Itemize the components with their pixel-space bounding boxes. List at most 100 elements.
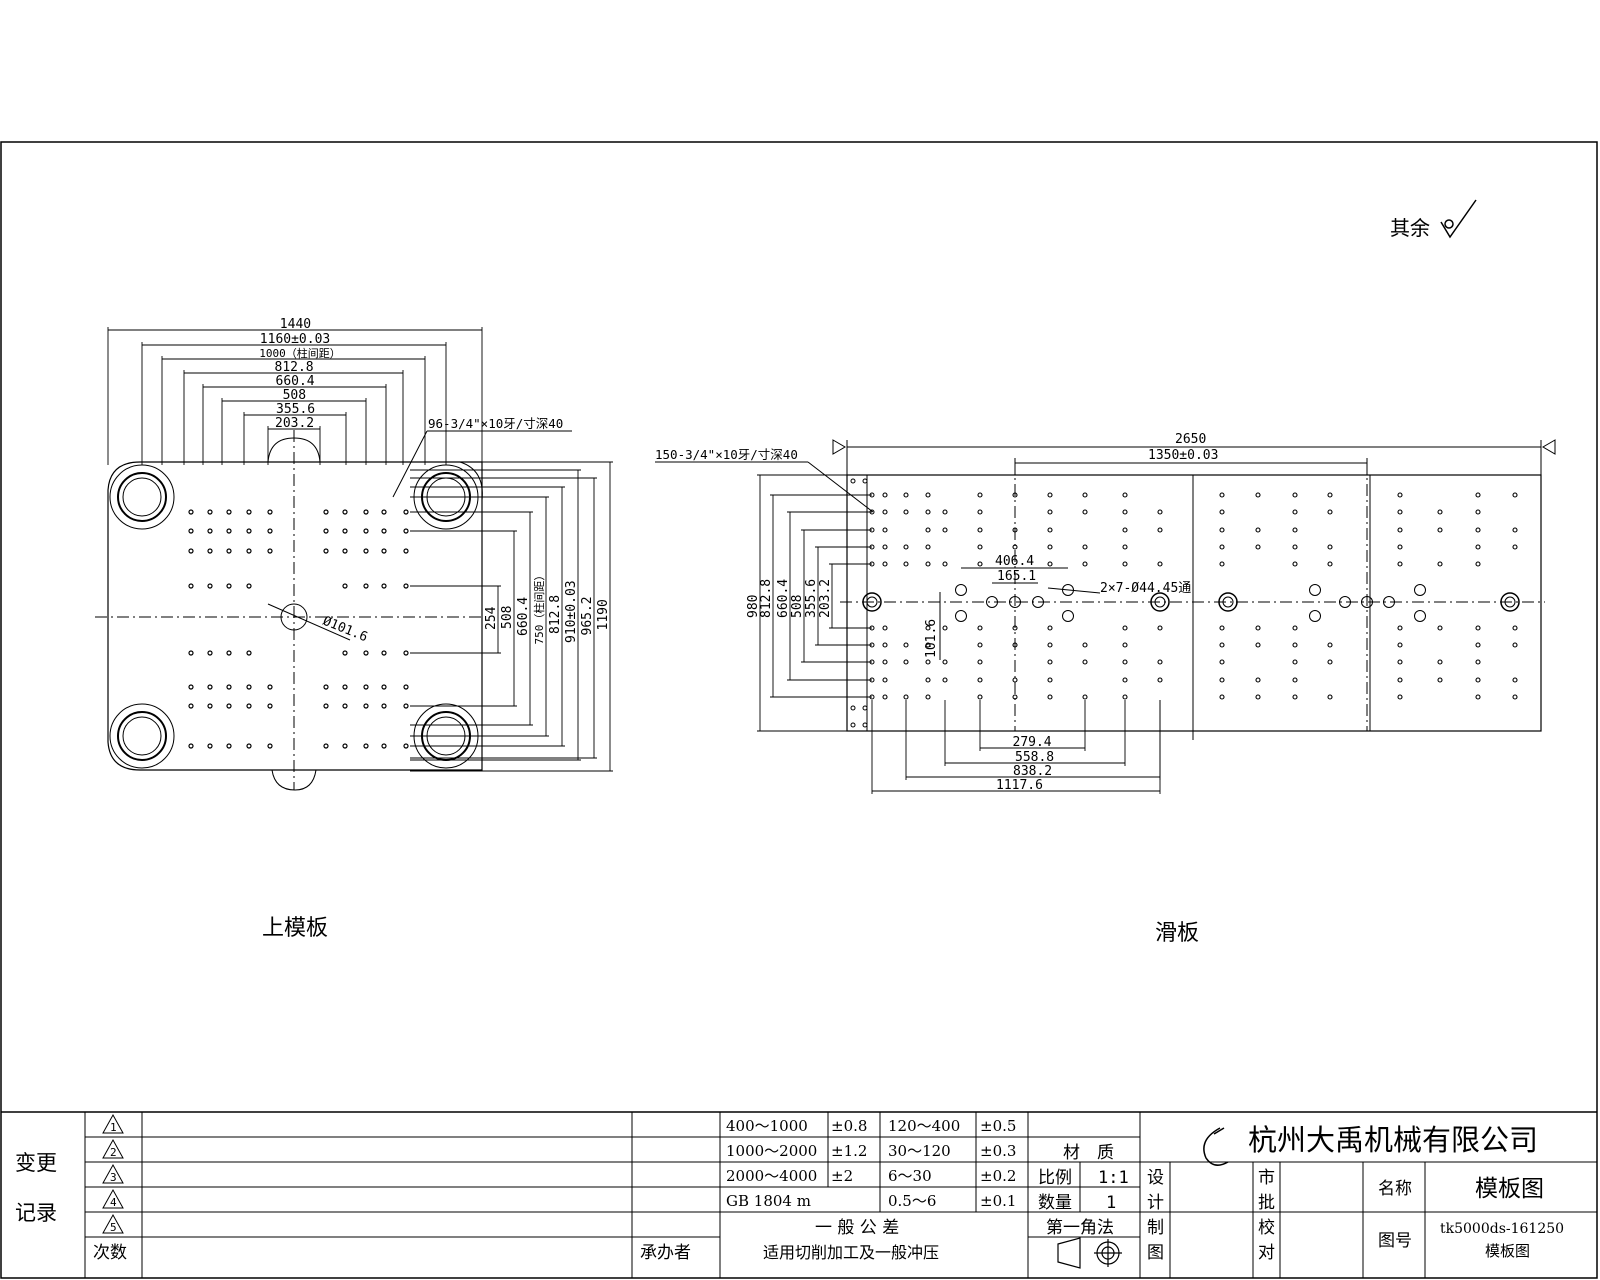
through-hole bbox=[1339, 596, 1351, 608]
thread-hole bbox=[381, 703, 387, 709]
slide-left-dim-label: 355.6 bbox=[804, 579, 819, 618]
thread-hole bbox=[925, 642, 931, 648]
change-label-1: 变更 bbox=[15, 1151, 57, 1175]
revision-number: 4 bbox=[110, 1196, 117, 1209]
thread-hole bbox=[1475, 561, 1481, 567]
thread-hole bbox=[207, 650, 213, 656]
thread-hole bbox=[1437, 509, 1443, 515]
thread-hole bbox=[903, 561, 909, 567]
thread-hole bbox=[1512, 642, 1518, 648]
upper-right-dim-label: 660.4 bbox=[516, 597, 531, 636]
thread-hole bbox=[226, 509, 232, 515]
thread-hole bbox=[882, 694, 888, 700]
thread-hole bbox=[246, 509, 252, 515]
thread-hole bbox=[403, 703, 409, 709]
name-value: 模板图 bbox=[1475, 1176, 1544, 1202]
thread-hole bbox=[342, 509, 348, 515]
thread-hole bbox=[1219, 642, 1225, 648]
thread-hole bbox=[1292, 642, 1298, 648]
through-hole bbox=[1414, 610, 1426, 622]
upper-right-dim-label: 750（柱间距） bbox=[532, 570, 546, 645]
thread-hole bbox=[1157, 625, 1163, 631]
thread-hole bbox=[1397, 625, 1403, 631]
thread-hole bbox=[267, 509, 273, 515]
upper-top-dim-label: 660.4 bbox=[276, 374, 315, 389]
thread-hole bbox=[1437, 677, 1443, 683]
thread-hole bbox=[903, 694, 909, 700]
thread-hole bbox=[246, 528, 252, 534]
thread-hole bbox=[188, 583, 194, 589]
thread-hole bbox=[363, 509, 369, 515]
thread-hole bbox=[1397, 527, 1403, 533]
thread-hole bbox=[1047, 677, 1053, 683]
thread-hole bbox=[403, 583, 409, 589]
thread-hole bbox=[323, 528, 329, 534]
through-hole bbox=[1414, 584, 1426, 596]
upper-right-dim-label: 1190 bbox=[596, 599, 611, 630]
thread-hole bbox=[363, 743, 369, 749]
through-hole bbox=[1361, 596, 1373, 608]
thread-hole bbox=[903, 492, 909, 498]
thread-hole bbox=[942, 509, 948, 515]
thread-hole bbox=[1219, 659, 1225, 665]
thread-hole bbox=[403, 548, 409, 554]
thread-hole bbox=[1012, 642, 1018, 648]
thread-hole bbox=[1397, 677, 1403, 683]
material-label: 材 质 bbox=[1063, 1143, 1114, 1163]
through-hole bbox=[1309, 610, 1321, 622]
slide-dim-1350: 1350±0.03 bbox=[1148, 448, 1218, 463]
through-hole-inner bbox=[1154, 596, 1166, 608]
thread-hole bbox=[1512, 544, 1518, 550]
slide-through-holes bbox=[862, 584, 1520, 622]
thread-hole bbox=[1327, 509, 1333, 515]
thread-hole bbox=[403, 684, 409, 690]
thread-hole bbox=[1397, 544, 1403, 550]
qty-value: 1 bbox=[1106, 1193, 1116, 1213]
thread-hole bbox=[226, 548, 232, 554]
thread-hole bbox=[1327, 492, 1333, 498]
upper-thread-note: 96-3/4"×10牙/寸深40 bbox=[428, 416, 563, 431]
thread-hole bbox=[925, 625, 931, 631]
slide-dim-406: 406.4 bbox=[995, 554, 1034, 569]
slide-dim-165: 165.1 bbox=[997, 569, 1036, 584]
thread-hole bbox=[882, 659, 888, 665]
tol-range2: 6～30 bbox=[888, 1167, 932, 1185]
revision-number: 5 bbox=[110, 1221, 117, 1234]
thread-hole bbox=[246, 703, 252, 709]
through-hole bbox=[1032, 596, 1044, 608]
thread-hole bbox=[226, 528, 232, 534]
thread-hole bbox=[323, 684, 329, 690]
thread-hole bbox=[977, 492, 983, 498]
thread-hole bbox=[403, 650, 409, 656]
thread-hole bbox=[1012, 677, 1018, 683]
thread-hole bbox=[903, 659, 909, 665]
slide-dim-2650: 2650 bbox=[1175, 432, 1206, 447]
upper-plate-right-ear bbox=[459, 461, 483, 501]
through-hole bbox=[1309, 584, 1321, 596]
thread-hole bbox=[1157, 509, 1163, 515]
thread-hole bbox=[342, 528, 348, 534]
general-tol-note: 适用切削加工及一般冲压 bbox=[763, 1243, 939, 1262]
tie-bar-inner bbox=[122, 716, 162, 756]
revision-number: 2 bbox=[110, 1146, 117, 1159]
upper-top-dimensions: 14401160±0.031000（柱间距）812.8660.4508355.6… bbox=[107, 317, 483, 465]
thread-hole bbox=[1437, 561, 1443, 567]
thread-hole bbox=[1219, 509, 1225, 515]
thread-hole bbox=[1047, 509, 1053, 515]
design-1: 设 bbox=[1147, 1168, 1164, 1188]
thread-hole bbox=[1475, 544, 1481, 550]
upper-right-dim-label: 910±0.03 bbox=[564, 580, 579, 643]
thread-hole bbox=[925, 677, 931, 683]
thread-hole bbox=[207, 548, 213, 554]
thread-hole bbox=[882, 561, 888, 567]
thread-hole bbox=[1255, 625, 1261, 631]
slide-thread-note: 150-3/4"×10牙/寸深40 bbox=[655, 447, 798, 462]
thread-hole bbox=[226, 684, 232, 690]
thread-hole bbox=[342, 548, 348, 554]
thread-hole bbox=[1397, 659, 1403, 665]
through-hole bbox=[955, 584, 967, 596]
tie-bar-inner bbox=[122, 477, 162, 517]
through-hole-inner bbox=[1504, 596, 1516, 608]
thread-hole bbox=[226, 743, 232, 749]
